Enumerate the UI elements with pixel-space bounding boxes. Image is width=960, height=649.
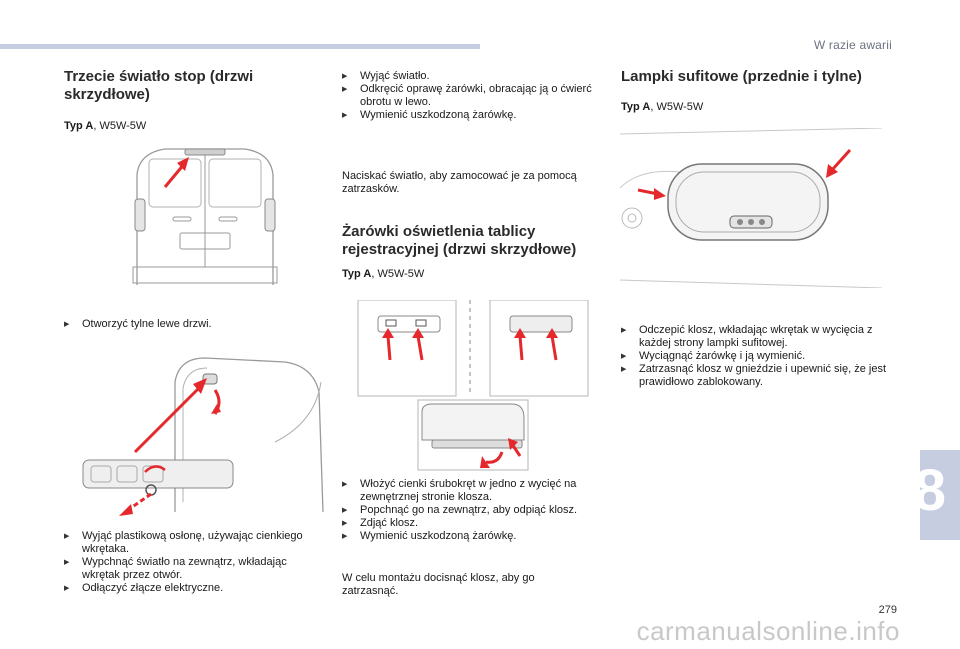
step-item: Zdjąć klosz. bbox=[342, 517, 592, 530]
van-rear-illustration bbox=[125, 135, 285, 295]
step-item: Włożyć cienki śrubokręt w jedno z wycięć… bbox=[342, 478, 592, 504]
step-item: Wymienić uszkodzoną żarówkę. bbox=[342, 109, 592, 122]
header-bar bbox=[0, 44, 480, 49]
note-refit-lens: W celu montażu docisnąć klosz, aby go za… bbox=[342, 572, 535, 597]
heading-third-brake-light: Trzecie światło stop (drzwi skrzydłowe) bbox=[64, 68, 254, 103]
bulb-type-value: , W5W-5W bbox=[371, 268, 425, 280]
steps-plate-lamp: Włożyć cienki śrubokręt w jedno z wycięć… bbox=[342, 478, 592, 543]
bulb-type: Typ A, W5W-5W bbox=[64, 120, 304, 132]
step-item: Odłączyć złącze elektryczne. bbox=[64, 582, 304, 595]
bulb-type: Typ A, W5W-5W bbox=[342, 268, 424, 280]
step-item: Odczepić klosz, wkładając wkrętak w wyci… bbox=[621, 324, 891, 350]
bulb-type-label: Typ A bbox=[621, 101, 651, 113]
step-item: Wypchnąć światło na zewnątrz, wkładając … bbox=[64, 556, 304, 582]
step-item: Wyjąć plastikową osłonę, używając cienki… bbox=[64, 530, 304, 556]
step-item: Odkręcić oprawę żarówki, obracając ją o … bbox=[342, 83, 592, 109]
heading-plate-lamp: Żarówki oświetlenia tablicy rejestracyjn… bbox=[342, 223, 577, 258]
step-item: Popchnąć go na zewnątrz, aby odpiąć klos… bbox=[342, 504, 592, 517]
note-clip-light: Naciskać światło, aby zamocować je za po… bbox=[342, 170, 577, 195]
heading-ceiling-lamps: Lampki sufitowe (przednie i tylne) bbox=[621, 68, 862, 85]
bulb-type: Typ A, W5W-5W bbox=[621, 101, 703, 113]
ceiling-lamp-illustration bbox=[620, 128, 882, 288]
step-item: Otworzyć tylne lewe drzwi. bbox=[64, 318, 294, 331]
chapter-number: 8 bbox=[913, 458, 946, 523]
page-number: 279 bbox=[878, 604, 897, 616]
step-item: Wyjąć światło. bbox=[342, 70, 592, 83]
bulb-type-value: , W5W-5W bbox=[650, 101, 704, 113]
bulb-type-value: , W5W-5W bbox=[93, 120, 147, 132]
step-item: Wyciągnąć żarówkę i ją wymienić. bbox=[621, 350, 891, 363]
plate-lamp-illustration bbox=[352, 300, 592, 480]
brake-light-removal-illustration bbox=[75, 352, 325, 517]
steps-remove-light: Wyjąć plastikową osłonę, używając cienki… bbox=[64, 530, 304, 595]
column-third-brake-light: Trzecie światło stop (drzwi skrzydłowe) … bbox=[64, 68, 304, 132]
section-title: W razie awarii bbox=[813, 38, 892, 52]
chapter-tab bbox=[920, 450, 960, 540]
watermark: carmanualsonline.info bbox=[636, 616, 900, 646]
steps-open-door: Otworzyć tylne lewe drzwi. bbox=[64, 318, 294, 331]
step-item: Zatrzasnąć klosz w gnieździe i upewnić s… bbox=[621, 363, 891, 389]
steps-replace-bulb: Wyjąć światło. Odkręcić oprawę żarówki, … bbox=[342, 70, 592, 122]
bulb-type-label: Typ A bbox=[64, 120, 94, 132]
steps-ceiling-lamp: Odczepić klosz, wkładając wkrętak w wyci… bbox=[621, 324, 891, 389]
bulb-type-label: Typ A bbox=[342, 268, 372, 280]
step-item: Wymienić uszkodzoną żarówkę. bbox=[342, 530, 592, 543]
